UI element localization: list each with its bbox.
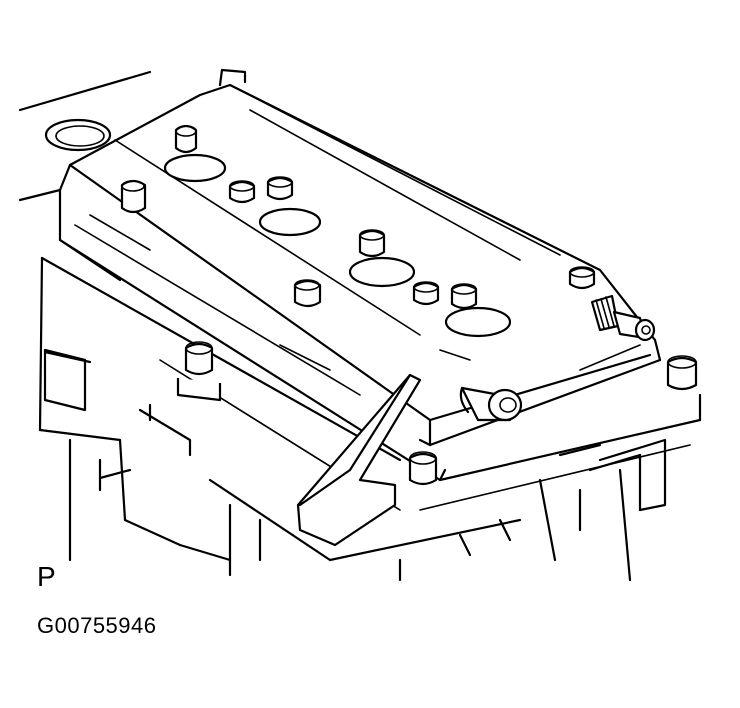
spark-plug-tube-openings xyxy=(163,153,512,338)
cover-nuts xyxy=(120,124,596,310)
stud xyxy=(408,451,438,486)
sensor-fitting xyxy=(590,294,656,342)
nut xyxy=(120,179,147,214)
valve-cover xyxy=(58,68,662,447)
nut xyxy=(266,176,294,201)
nut xyxy=(358,229,386,258)
stud xyxy=(176,341,222,402)
nut xyxy=(412,281,440,306)
engine-hanger-bracket xyxy=(296,373,422,547)
nut xyxy=(228,180,256,204)
nut xyxy=(450,283,478,310)
view-letter: P xyxy=(37,561,56,592)
nut xyxy=(293,279,322,308)
stud xyxy=(666,355,698,391)
flange-studs xyxy=(176,341,698,486)
nut xyxy=(174,124,198,154)
figure-code: G00755946 xyxy=(37,613,157,638)
nut xyxy=(568,266,596,290)
cylinder-head-block xyxy=(18,70,667,582)
pcv-nipple xyxy=(459,386,523,422)
oil-filler-opening xyxy=(44,118,112,152)
